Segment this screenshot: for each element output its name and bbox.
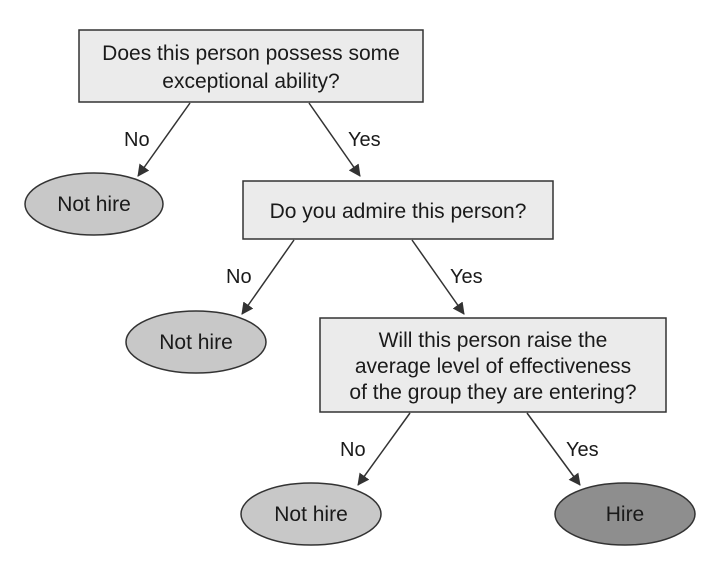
outcome-ellipse-hire	[554, 482, 696, 546]
question-3-line-3: of the group they are entering?	[349, 381, 636, 404]
question-3-line-2: average level of effectiveness	[355, 355, 631, 378]
outcome-not-hire-1: Not hire	[24, 172, 164, 236]
question-2-line-1: Do you admire this person?	[270, 200, 527, 223]
edge-q1-no	[137, 102, 191, 177]
question-3-line-1: Will this person raise the	[379, 329, 608, 352]
question-1-line-2: exceptional ability?	[162, 70, 339, 93]
edge-label-q2-no: No	[226, 266, 252, 288]
outcome-hire: Hire	[554, 482, 696, 546]
question-node-3: Will this person raise the average level…	[319, 317, 667, 413]
question-1-line-1: Does this person possess some	[102, 42, 400, 65]
outcome-ellipse-not-hire-1	[24, 172, 164, 236]
outcome-ellipse-not-hire-3	[240, 482, 382, 546]
outcome-label-not-hire-2: Not hire	[159, 331, 233, 354]
edge-label-q3-yes: Yes	[566, 439, 599, 461]
edge-label-q1-yes: Yes	[348, 129, 381, 151]
question-box-3	[319, 317, 667, 413]
outcome-label-not-hire-1: Not hire	[57, 193, 131, 216]
outcome-not-hire-3: Not hire	[240, 482, 382, 546]
edge-label-q3-no: No	[340, 439, 366, 461]
edge-label-q2-yes: Yes	[450, 266, 483, 288]
edge-q1-yes	[308, 102, 361, 177]
outcome-ellipse-not-hire-2	[125, 310, 267, 374]
edge-q3-yes	[526, 412, 581, 486]
question-box-1	[78, 29, 424, 103]
outcome-not-hire-2: Not hire	[125, 310, 267, 374]
edge-q2-no	[241, 239, 295, 315]
question-box-2	[242, 180, 554, 240]
outcome-label-hire: Hire	[606, 503, 645, 526]
edge-q3-no	[357, 412, 411, 486]
outcome-label-not-hire-3: Not hire	[274, 503, 348, 526]
edge-q2-yes	[411, 239, 465, 315]
question-node-1: Does this person possess some exceptiona…	[78, 29, 424, 103]
edge-label-q1-no: No	[124, 129, 150, 151]
question-node-2: Do you admire this person?	[242, 180, 554, 240]
